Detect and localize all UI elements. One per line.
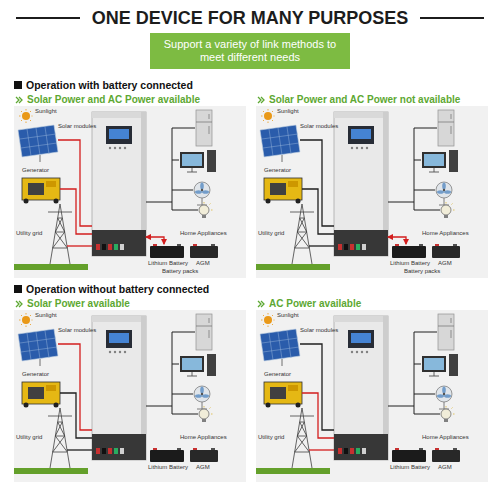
device-label: Utility grid — [16, 230, 42, 236]
device-label: Sunlight — [35, 312, 57, 318]
label-wrap: Utility grid — [16, 434, 42, 441]
label-wrap: Generator — [264, 371, 291, 378]
label-wrap: Solar modules — [58, 327, 96, 334]
section-heading: Operation with battery connected — [26, 79, 193, 91]
label-wrap: Solar modules — [300, 123, 338, 130]
label-wrap: Solar modules — [58, 123, 96, 130]
label-wrap: Home Appliances — [180, 434, 227, 441]
device-label: Home Appliances — [422, 230, 469, 236]
scenario-panel: Solar Power available — [14, 298, 246, 482]
device-label: Lithium Battery — [390, 464, 430, 470]
label-wrap: Battery packs — [162, 268, 198, 275]
panel-ground — [14, 106, 246, 278]
device-label: AGM — [196, 260, 210, 266]
label-wrap: Generator — [22, 167, 49, 174]
label-wrap: Home Appliances — [180, 230, 227, 237]
banner-box: Support a variety of link methods to mee… — [150, 33, 350, 69]
scenario-panel: Solar Power and AC Power not available — [256, 94, 488, 278]
label-wrap: Utility grid — [16, 230, 42, 237]
label-wrap: AGM — [438, 464, 452, 471]
device-label: Solar modules — [58, 123, 96, 129]
label-wrap: Battery packs — [404, 268, 440, 275]
device-label: Solar modules — [300, 327, 338, 333]
scenario-panel: Solar Power and AC Power available — [14, 94, 246, 278]
device-label: Solar modules — [300, 123, 338, 129]
label-wrap: Sunlight — [277, 312, 299, 319]
device-label: Generator — [22, 167, 49, 173]
device-label: Battery packs — [162, 268, 198, 274]
scenario-heading: Solar Power and AC Power available — [14, 94, 246, 106]
label-wrap: Operation without battery connected — [26, 283, 209, 295]
device-label: Generator — [264, 167, 291, 173]
label-wrap: Generator — [264, 167, 291, 174]
device-label: Utility grid — [16, 434, 42, 440]
device-label: Utility grid — [258, 434, 284, 440]
device-label: Lithium Battery — [390, 260, 430, 266]
device-label: Home Appliances — [180, 230, 227, 236]
panel-ground — [14, 310, 246, 482]
label-wrap: Lithium Battery — [390, 260, 430, 267]
label-wrap: Sunlight — [35, 108, 57, 115]
device-label: AGM — [196, 464, 210, 470]
label-wrap: Home Appliances — [422, 230, 469, 237]
device-label: Battery packs — [404, 268, 440, 274]
label-wrap: Utility grid — [258, 434, 284, 441]
device-label: Generator — [22, 371, 49, 377]
label-wrap: AGM — [196, 260, 210, 267]
device-label: Lithium Battery — [148, 260, 188, 266]
title-row: ONE DEVICE FOR MANY PURPOSES — [0, 7, 500, 29]
device-label: AGM — [438, 464, 452, 470]
label-wrap: AGM — [196, 464, 210, 471]
scenario-heading: Solar Power and AC Power not available — [256, 94, 488, 106]
label-wrap: Lithium Battery — [390, 464, 430, 471]
device-label: Utility grid — [258, 230, 284, 236]
scenario-heading: AC Power available — [256, 298, 488, 310]
panel-ground — [256, 310, 488, 482]
device-label: Generator — [264, 371, 291, 377]
device-label: Sunlight — [277, 312, 299, 318]
label-wrap: Lithium Battery — [148, 260, 188, 267]
device-label: Home Appliances — [180, 434, 227, 440]
banner-text: Support a variety of link methods to mee… — [156, 38, 344, 64]
label-wrap: Sunlight — [35, 312, 57, 319]
page-title: ONE DEVICE FOR MANY PURPOSES — [92, 8, 409, 28]
label-wrap: Lithium Battery — [148, 464, 188, 471]
device-label: Sunlight — [277, 108, 299, 114]
scenario-heading: Solar Power available — [14, 298, 246, 310]
device-label: AGM — [438, 260, 452, 266]
scenario-panel: AC Power available — [256, 298, 488, 482]
label-wrap: Sunlight — [277, 108, 299, 115]
label-wrap: Home Appliances — [422, 434, 469, 441]
device-label: Solar modules — [58, 327, 96, 333]
panel-ground — [256, 106, 488, 278]
section-heading: Operation without battery connected — [26, 283, 209, 295]
label-wrap: Utility grid — [258, 230, 284, 237]
device-label: Lithium Battery — [148, 464, 188, 470]
device-label: Home Appliances — [422, 434, 469, 440]
section-bullet — [14, 81, 22, 89]
label-wrap: Operation with battery connected — [26, 79, 193, 91]
device-label: Sunlight — [35, 108, 57, 114]
label-wrap: Solar modules — [300, 327, 338, 334]
label-wrap: Generator — [22, 371, 49, 378]
label-wrap: AGM — [438, 260, 452, 267]
section-bullet — [14, 285, 22, 293]
